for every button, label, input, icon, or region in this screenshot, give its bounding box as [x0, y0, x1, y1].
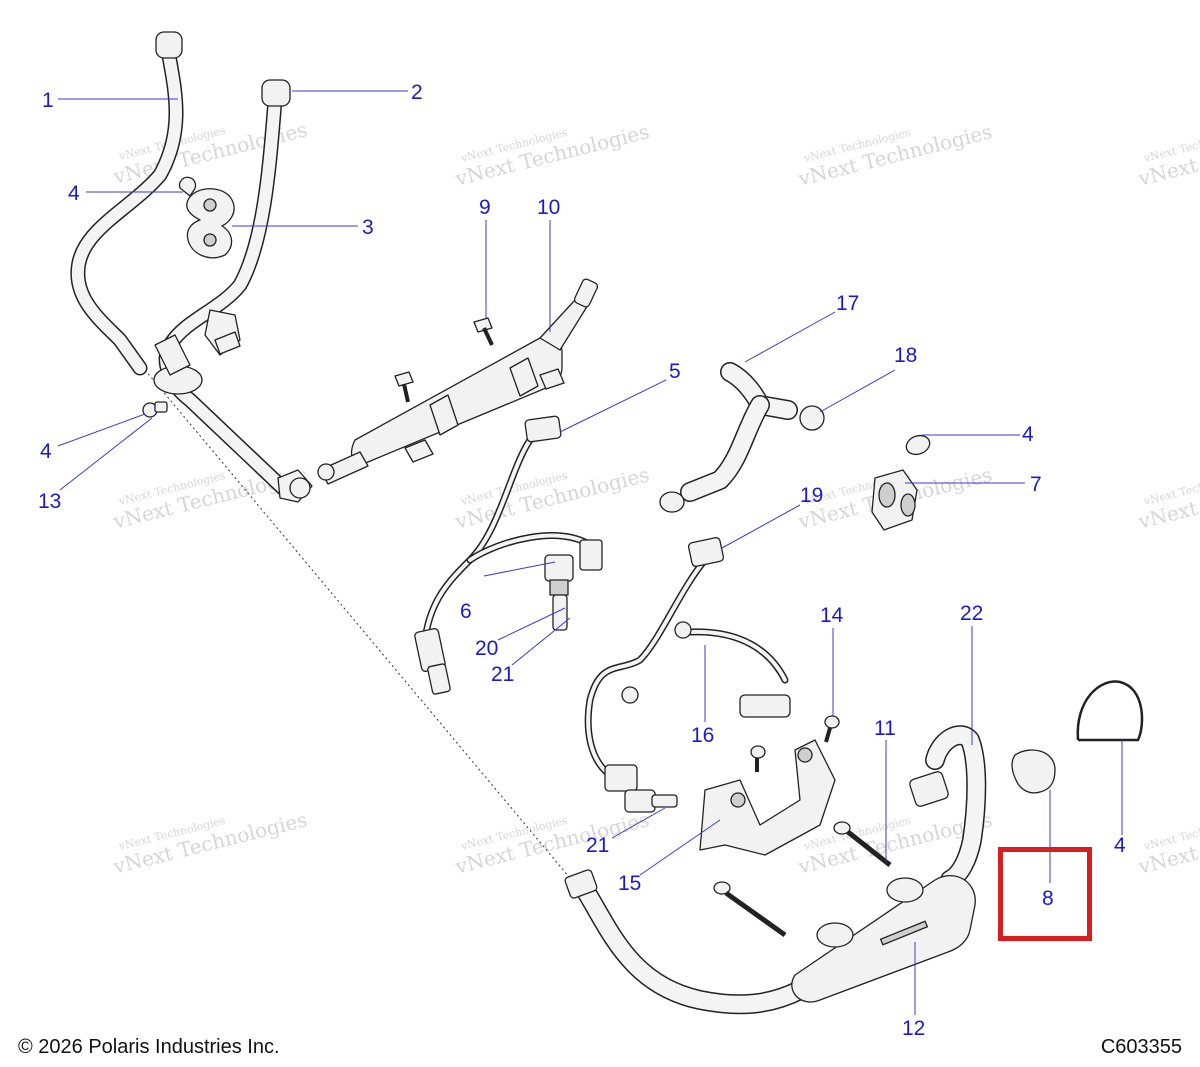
hose-clip-4c: [905, 434, 931, 456]
bolt-14: [824, 715, 840, 743]
vent-hose-1: [70, 31, 184, 376]
callouts: 1 2 3 4 4 13 9 10 5 17 18 4 7 19 6 20 21…: [38, 81, 1126, 1040]
callout-7: 7: [1030, 473, 1042, 496]
connector-clip-7: [871, 469, 918, 531]
fuel-injector-21: [624, 789, 678, 813]
callout-3: 3: [362, 216, 374, 239]
bolt-bracket: [750, 745, 766, 772]
bolt-long: [713, 881, 787, 938]
callout-9: 9: [479, 196, 491, 219]
callout-8: 8: [1042, 887, 1054, 910]
callout-4: 4: [1022, 423, 1034, 446]
fuel-hose-22: [909, 725, 987, 890]
highlight-box-part-8: [998, 847, 1092, 941]
fuel-rail-12: [564, 869, 976, 1015]
callout-11: 11: [874, 717, 896, 740]
bolt-9: [473, 317, 494, 346]
callout-20: 20: [475, 637, 498, 660]
figure-code: C603355: [1100, 1036, 1182, 1058]
fuel-hose-17: [659, 362, 798, 513]
watermark: vNext Technologies vNext Technologies: [1135, 462, 1200, 534]
leader-lines: [57, 90, 1123, 1015]
fuel-rail-10: [317, 278, 599, 485]
grommet-8: [1011, 749, 1056, 794]
callout-6: 6: [460, 600, 472, 623]
callout-1: 1: [42, 89, 54, 112]
watermark: vNext Technologies vNext Technologies: [452, 807, 652, 879]
wire-harness-19: [584, 537, 791, 792]
callout-19: 19: [800, 484, 823, 507]
watermark: vNext Technologies vNext Technologies: [452, 462, 652, 534]
callout-5: 5: [669, 360, 681, 383]
callout-16: 16: [691, 724, 714, 747]
callout-4: 4: [1114, 834, 1126, 857]
watermark: vNext Technologies vNext Technologies: [110, 807, 310, 879]
tee-fitting: [153, 309, 241, 395]
callout-21: 21: [491, 663, 514, 686]
callout-15: 15: [618, 872, 641, 895]
hose-clip-4b: [142, 401, 168, 418]
callout-2: 2: [411, 81, 423, 104]
band-clamp-4: [1076, 680, 1144, 742]
fuel-injector-20: [544, 554, 574, 631]
watermark: vNext Technologies vNext Technologies: [795, 119, 995, 191]
callout-21: 21: [586, 834, 609, 857]
hose-clamp-18: [799, 405, 825, 431]
callout-4: 4: [68, 182, 80, 205]
bolt-11: [833, 821, 892, 867]
callout-18: 18: [894, 344, 917, 367]
callout-12: 12: [902, 1017, 925, 1040]
wire-harness-5: [414, 415, 603, 695]
watermark: vNext Technologies vNext Technologies: [1135, 119, 1200, 191]
bracket-15: [699, 739, 836, 856]
copyright-text: © 2026 Polaris Industries Inc.: [18, 1036, 280, 1058]
bolt-9b: [394, 371, 414, 403]
callout-13: 13: [38, 490, 61, 513]
watermark: vNext Technologies vNext Technologies: [1135, 807, 1200, 879]
callout-22: 22: [960, 602, 983, 625]
callout-17: 17: [836, 292, 859, 315]
watermark: vNext Technologies vNext Technologies: [452, 119, 652, 191]
callout-14: 14: [820, 604, 844, 627]
callout-10: 10: [537, 196, 560, 219]
hose-clip-4: [178, 176, 197, 197]
callout-4: 4: [40, 440, 52, 463]
grommet-clamp-3: [186, 188, 235, 259]
